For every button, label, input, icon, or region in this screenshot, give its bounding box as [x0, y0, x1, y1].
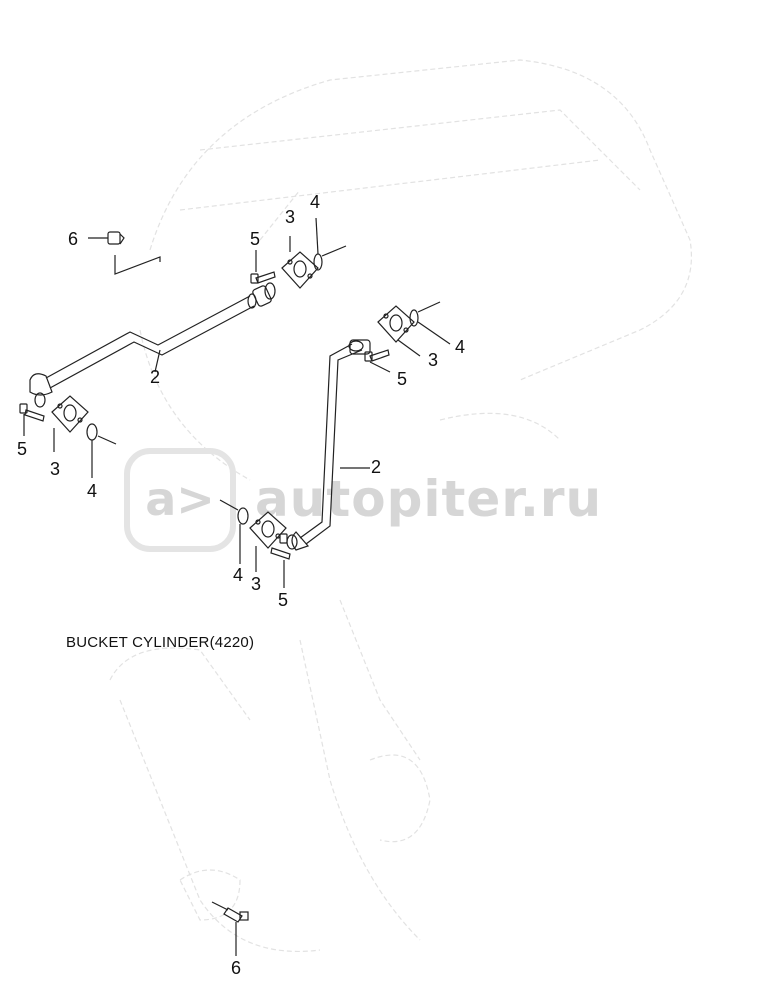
callout-pipe-left: 2	[150, 367, 161, 387]
callout-bolt-left: 5	[17, 439, 28, 459]
callout-flange-top: 3	[285, 207, 296, 227]
o-ring-left	[86, 423, 98, 441]
watermark-badge: a>	[124, 448, 236, 552]
callout-pipe-right: 2	[371, 457, 382, 477]
flange-top	[281, 236, 319, 289]
o-ring-bottom	[237, 507, 249, 525]
bolt-left	[19, 403, 45, 436]
bolt-top	[250, 250, 276, 284]
callout-fitting-bottom: 6	[231, 958, 242, 978]
bolt-right	[364, 349, 391, 373]
flange-bottom	[249, 511, 287, 572]
grease-fitting-bottom	[211, 901, 249, 956]
grease-fitting-top	[88, 231, 161, 275]
pipe-left	[29, 282, 276, 408]
callout-bolt-bottom: 5	[278, 590, 289, 610]
flange-left	[51, 395, 89, 452]
callout-flange-right: 3	[428, 350, 439, 370]
o-ring-right	[409, 309, 419, 327]
callout-bolt-top: 5	[250, 229, 261, 249]
flange-right	[377, 305, 421, 357]
watermark-text: autopiter.ru	[255, 470, 603, 528]
pipe-right	[286, 339, 371, 551]
callout-o-ring-left: 4	[87, 481, 98, 501]
callout-o-ring-bottom: 4	[233, 565, 244, 585]
bolt-bottom	[270, 533, 291, 588]
callout-fitting-top: 6	[68, 229, 79, 249]
callout-o-ring-top: 4	[310, 192, 321, 212]
diagram-caption: BUCKET CYLINDER(4220)	[66, 634, 255, 651]
callout-bolt-right: 5	[397, 369, 408, 389]
callout-flange-left: 3	[50, 459, 61, 479]
callout-flange-bottom: 3	[251, 574, 262, 594]
callout-o-ring-right: 4	[455, 337, 466, 357]
